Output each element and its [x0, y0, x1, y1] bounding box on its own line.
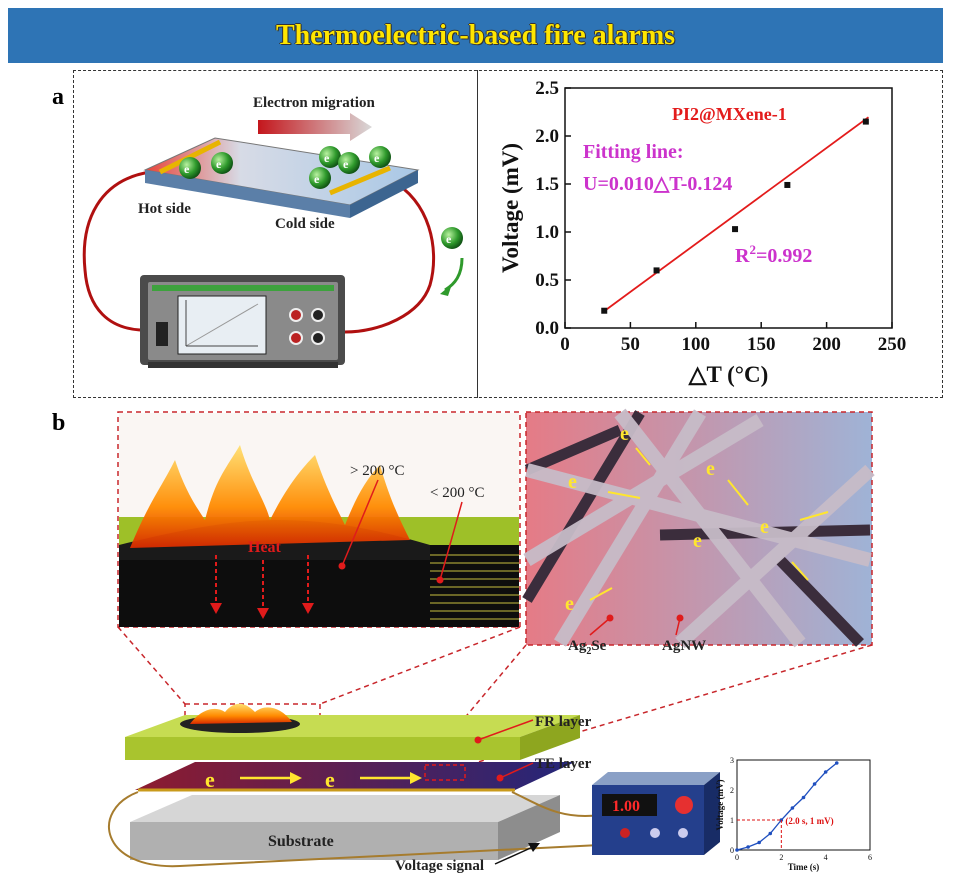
- y-tick-label: 0.0: [535, 318, 559, 339]
- thermoelectric-schematic: Electron migration e e e e e e e Hot sid…: [82, 95, 464, 368]
- fr-layer-label: FR layer: [535, 714, 592, 730]
- fit-label: Fitting line:: [583, 141, 684, 163]
- x-tick-label: 150: [747, 334, 776, 355]
- svg-text:e: e: [374, 151, 380, 165]
- voltage-vs-deltaT-chart: 0 50 100 150 200 250 0.0 0.5 1.0 1.5 2.0 2.5 △T (°C)…: [498, 78, 907, 387]
- inset-y-tick-label: 0: [730, 846, 734, 855]
- data-point: [732, 226, 739, 233]
- inset-frame: [736, 759, 871, 851]
- plot-frame: [564, 87, 893, 329]
- multimeter: [140, 275, 345, 368]
- inset-data-point: [801, 795, 806, 800]
- chart-title: PI2@MXene-1: [672, 104, 787, 124]
- inset-data-point: [746, 845, 750, 849]
- inset-y-tick-label: 3: [730, 756, 734, 765]
- y-tick-label: 1.0: [535, 222, 559, 243]
- inset-x-tick-label: 6: [868, 853, 872, 862]
- hot-side-label: Hot side: [138, 201, 191, 217]
- x-tick-label: 100: [682, 334, 711, 355]
- x-tick-label: 250: [878, 334, 907, 355]
- svg-text:e: e: [324, 151, 330, 165]
- inset-x-tick-label: 4: [824, 853, 828, 862]
- electron-migration-label: Electron migration: [253, 95, 375, 111]
- data-point: [653, 267, 660, 274]
- svg-text:e: e: [216, 157, 222, 171]
- voltage-signal-label: Voltage signal: [395, 858, 484, 874]
- inset-annotation: (2.0 s, 1 mV): [785, 816, 833, 826]
- panel-a-divider: [477, 70, 478, 398]
- svg-text:e: e: [706, 458, 715, 480]
- y-tick-label: 2.0: [535, 126, 559, 147]
- agnw-label: AgNW: [662, 638, 706, 654]
- y-tick-label: 1.5: [535, 174, 559, 195]
- title-banner: Thermoelectric-based fire alarms: [8, 8, 943, 63]
- below-200-label: < 200 °C: [430, 485, 484, 501]
- svg-text:e: e: [205, 767, 215, 792]
- svg-text:e: e: [565, 593, 574, 615]
- inset-y-tick-label: 2: [730, 786, 734, 795]
- x-tick-label: 200: [812, 334, 841, 355]
- inset-data-point: [823, 770, 828, 774]
- panel-a-label: a: [52, 84, 64, 110]
- inset-x-tick-label: 2: [779, 853, 783, 862]
- electron-icon: e e e e e e e: [179, 146, 463, 249]
- svg-text:e: e: [184, 162, 190, 176]
- voltmeter: 1.00: [592, 772, 720, 855]
- svg-text:e: e: [314, 172, 320, 186]
- inset-data-point: [768, 831, 773, 836]
- inset-y-tick-label: 1: [730, 816, 734, 825]
- svg-text:e: e: [325, 767, 335, 792]
- svg-text:e: e: [693, 530, 702, 552]
- x-tick-label: 50: [621, 334, 640, 355]
- data-point: [862, 118, 869, 125]
- above-200-label: > 200 °C: [350, 463, 404, 479]
- inset-data-point: [757, 840, 761, 845]
- cold-side-label: Cold side: [275, 216, 335, 232]
- svg-text:e: e: [343, 157, 349, 171]
- te-layer-label: TE layer: [535, 756, 592, 772]
- inset-series-line: [736, 762, 838, 851]
- heat-label: Heat: [248, 539, 282, 556]
- fit-line: [603, 116, 869, 312]
- y-tick-label: 2.5: [535, 78, 559, 99]
- inset-data-point: [834, 761, 839, 765]
- inset-x-axis-label: Time (s): [788, 862, 820, 872]
- data-point: [601, 307, 608, 314]
- ag2se-label: Ag2Se: [568, 638, 607, 657]
- x-tick-label: 0: [560, 334, 570, 355]
- data-point: [784, 181, 791, 188]
- inset-data-point: [812, 782, 817, 786]
- svg-text:e: e: [446, 232, 452, 246]
- svg-text:e: e: [760, 516, 769, 538]
- svg-text:e: e: [620, 423, 629, 445]
- inset-x-tick-label: 0: [735, 853, 739, 862]
- inset-y-axis-label: Voltage (mV): [715, 780, 725, 831]
- device-stack: e e Substrate: [108, 703, 601, 868]
- x-axis-label: △T (°C): [688, 362, 769, 387]
- substrate-label: Substrate: [268, 833, 334, 850]
- panel-a-frame: [73, 70, 943, 398]
- r-squared-label: R2=0.992: [735, 242, 812, 267]
- inset-data-point: [790, 806, 795, 810]
- page-title: Thermoelectric-based fire alarms: [275, 19, 676, 51]
- panel-b-label: b: [52, 410, 66, 436]
- inset-data-point: [735, 848, 739, 852]
- y-tick-label: 0.5: [535, 270, 559, 291]
- svg-text:e: e: [568, 471, 577, 493]
- meter-reading: 1.00: [612, 798, 640, 815]
- fit-equation: U=0.010△T-0.124: [583, 173, 732, 195]
- y-axis-label: Voltage (mV): [498, 143, 523, 273]
